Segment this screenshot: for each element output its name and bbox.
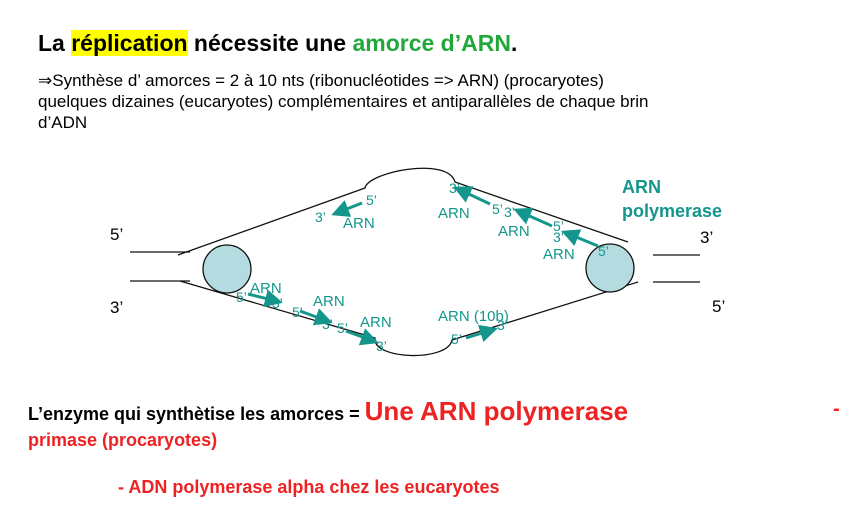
- enzyme-alpha-line: - ADN polymerase alpha chez les eucaryot…: [118, 477, 500, 497]
- primer-arrow-bottom-right: [465, 324, 498, 343]
- primer-bottom-right-5: 5’: [451, 331, 462, 347]
- primer-bottom-left-1-name: ARN: [250, 280, 282, 297]
- primer-top-right-3-name: ARN: [543, 246, 575, 263]
- enzyme-left: [202, 244, 252, 294]
- bubble-top-strand: [177, 167, 629, 256]
- paragraph-line-2: quelques dizaines (eucaryotes) complémen…: [38, 92, 649, 111]
- primer-top-left-3: 3’: [315, 209, 326, 225]
- primer-bottom-left-1-3: 3’: [272, 295, 283, 311]
- title-part1: La: [38, 30, 72, 56]
- title-highlight: réplication: [71, 30, 188, 56]
- enzyme-primase-line: primase (procaryotes): [28, 430, 218, 450]
- primer-arrow-top-left: [331, 200, 363, 217]
- enzyme-big-name: Une ARN polymerase: [364, 396, 629, 426]
- primer-bottom-left-2-5: 5’: [292, 304, 303, 320]
- primer-top-right-3-5: 5’: [598, 243, 609, 259]
- primer-bottom-left-3-5: 5’: [337, 320, 348, 336]
- enzyme-dash: -: [833, 398, 840, 420]
- end-top-left: 5’: [110, 225, 123, 244]
- paragraph-line-3: d’ADN: [38, 113, 88, 132]
- primer-top-right-1-3: 3’: [449, 180, 460, 196]
- primer-arrow-top-right-1: [453, 186, 491, 206]
- primer-top-right-2-3: 3’: [504, 204, 515, 220]
- polymerase-label-2: polymerase: [622, 201, 722, 221]
- primer-top-left-name: ARN: [343, 215, 375, 232]
- primer-arrow-top-right-2: [513, 207, 553, 228]
- enzyme-prefix: L’enzyme qui synthètise les amorces =: [28, 404, 365, 424]
- primer-bottom-right-name: ARN (10b): [438, 308, 509, 325]
- primer-top-right-1-name: ARN: [438, 205, 470, 222]
- end-top-right: 3’: [700, 228, 713, 247]
- primer-top-right-2-name: ARN: [498, 223, 530, 240]
- primer-top-left-5: 5’: [366, 192, 377, 208]
- paragraph-line-1: ⇒Synthèse d’ amorces = 2 à 10 nts (ribon…: [38, 71, 604, 90]
- primer-bottom-left-1-5: 5’: [236, 289, 247, 305]
- title-part2: nécessite une: [187, 30, 353, 56]
- primer-top-right-1-5: 5’: [492, 201, 503, 217]
- primer-bottom-left-3-3: 3’: [376, 338, 387, 354]
- end-bottom-right: 5’: [712, 297, 725, 316]
- primer-synthesis-paragraph: ⇒Synthèse d’ amorces = 2 à 10 nts (ribon…: [38, 70, 858, 133]
- primer-arrow-top-right-3: [561, 229, 599, 248]
- primer-arrow-bottom-left-2: [299, 308, 333, 326]
- bubble-bottom-strand: [179, 280, 639, 357]
- slide-title: La réplication nécessite une amorce d’AR…: [38, 30, 517, 57]
- enzyme-statement: L’enzyme qui synthètise les amorces = Un…: [28, 396, 628, 427]
- end-bottom-left: 3’: [110, 298, 123, 317]
- primer-arrow-bottom-left-3: [345, 328, 379, 346]
- polymerase-label-1: ARN: [622, 177, 661, 197]
- primer-bottom-left-3-name: ARN: [360, 314, 392, 331]
- title-end: .: [510, 30, 518, 56]
- primer-bottom-left-2-3: 3’: [322, 316, 333, 332]
- primer-top-right-2-5: 5’: [553, 218, 564, 234]
- primer-bottom-right-3: 3’: [497, 317, 508, 333]
- primer-top-right-3-3: 3’: [553, 229, 564, 245]
- primer-bottom-left-2-name: ARN: [313, 293, 345, 310]
- title-green: amorce d’ARN: [352, 30, 511, 56]
- primer-arrow-bottom-left-1: [247, 289, 283, 308]
- enzyme-right: [585, 243, 635, 293]
